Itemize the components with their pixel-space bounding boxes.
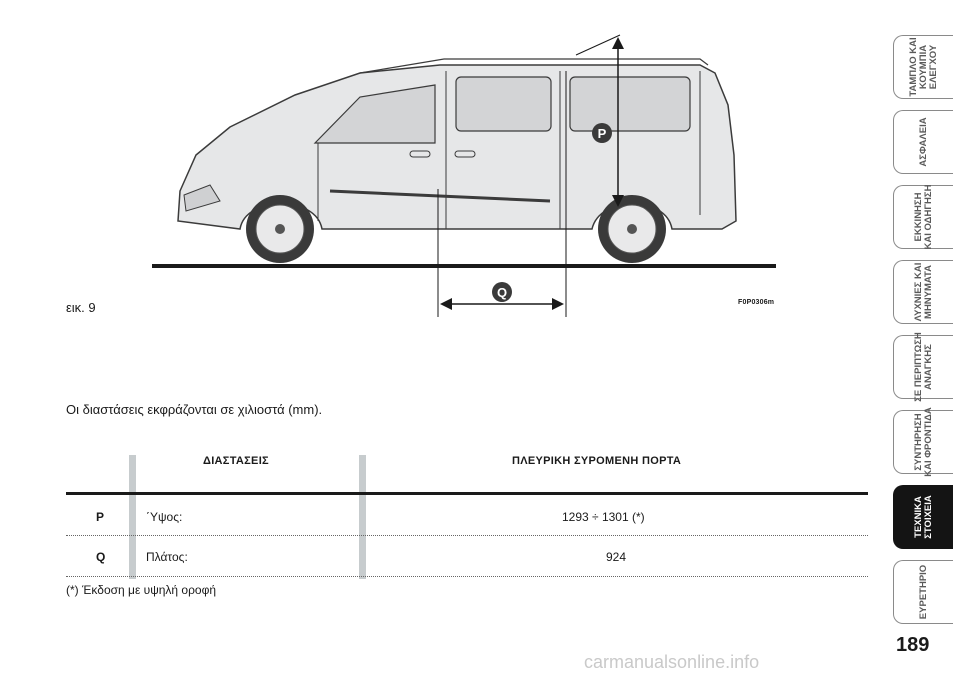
tab-label: ΣΥΝΤΗΡΗΣΗ ΚΑΙ ΦΡΟΝΤΙΔΑ — [912, 407, 934, 477]
column-bar-right — [359, 455, 366, 579]
row-divider — [66, 576, 868, 577]
watermark-text: carmanualsonline.info — [584, 652, 760, 672]
tab-label: ΕΥΡΕΤΗΡΙΟ — [917, 564, 929, 620]
page-number: 189 — [896, 634, 930, 656]
figure-code: F0P0306m — [738, 299, 775, 306]
tab-index[interactable]: ΕΥΡΕΤΗΡΙΟ — [893, 560, 953, 624]
row-p-key: P — [96, 510, 105, 524]
chapter-tabs: ΤΑΜΠΛΟ ΚΑΙ ΚΟΥΜΠΙΑ ΕΛΕΓΧΟΥ ΑΣΦΑΛΕΙΑ ΕΚΚΙ… — [893, 0, 960, 677]
marker-p: P — [592, 123, 612, 143]
row-divider — [66, 535, 868, 536]
tab-starting-driving[interactable]: ΕΚΚΙΝΗΣΗ ΚΑΙ ΟΔΗΓΗΣΗ — [893, 185, 953, 249]
tab-label: ΣΕ ΠΕΡΙΠΤΩΣΗ ΑΝΑΓΚΗΣ — [912, 332, 934, 402]
row-p-label: ΄Υψος: — [146, 510, 183, 524]
tab-label: ΕΚΚΙΝΗΣΗ ΚΑΙ ΟΔΗΓΗΣΗ — [912, 184, 934, 250]
column-bar-left — [129, 455, 136, 579]
figure-caption: εικ. 9 — [66, 300, 96, 315]
row-q-label: Πλάτος: — [146, 550, 188, 564]
tab-maintenance[interactable]: ΣΥΝΤΗΡΗΣΗ ΚΑΙ ΦΡΟΝΤΙΔΑ — [893, 407, 953, 477]
tab-label: ΛΥΧΝΙΕΣ ΚΑΙ ΜΗΝΥΜΑΤΑ — [912, 262, 934, 322]
marker-q: Q — [492, 282, 512, 302]
footnote: (*) Έκδοση με υψηλή οροφή — [66, 583, 217, 597]
side-window-1 — [455, 76, 552, 132]
header-divider — [66, 492, 868, 495]
van-side-figure: P Q — [60, 15, 800, 325]
intro-text: Οι διαστάσεις εκφράζονται σε χιλιοστά (m… — [66, 402, 323, 417]
tab-dashboard-controls[interactable]: ΤΑΜΠΛΟ ΚΑΙ ΚΟΥΜΠΙΑ ΕΛΕΓΧΟΥ — [893, 35, 953, 99]
tab-label: ΑΣΦΑΛΕΙΑ — [917, 117, 929, 167]
side-window-2 — [569, 76, 691, 132]
tab-warning-lights[interactable]: ΛΥΧΝΙΕΣ ΚΑΙ ΜΗΝΥΜΑΤΑ — [893, 260, 953, 324]
row-q-value: 924 — [606, 550, 627, 564]
tab-label: ΤΑΜΠΛΟ ΚΑΙ ΚΟΥΜΠΙΑ ΕΛΕΓΧΟΥ — [907, 37, 939, 97]
tab-safety[interactable]: ΑΣΦΑΛΕΙΑ — [893, 110, 953, 174]
van-drawing: P Q — [152, 34, 776, 317]
marker-p-label: P — [598, 126, 607, 141]
row-q-key: Q — [96, 550, 106, 564]
front-window — [313, 84, 436, 144]
marker-q-label: Q — [497, 285, 507, 300]
tab-technical-data[interactable]: ΤΕΧΝΙΚΑ ΣΤΟΙΧΕΙΑ — [893, 485, 953, 549]
tab-label: ΤΕΧΝΙΚΑ ΣΤΟΙΧΕΙΑ — [912, 495, 934, 539]
dimensions-table: ΔΙΑΣΤΑΣΕΙΣ ΠΛΕΥΡΙΚΗ ΣΥΡΟΜΕΝΗ ΠΟΡΤΑ P ΄Υψ… — [66, 445, 868, 580]
rear-wheel — [598, 195, 666, 263]
row-p-value: 1293 ÷ 1301 (*) — [562, 510, 645, 524]
header-dimensions: ΔΙΑΣΤΑΣΕΙΣ — [203, 455, 269, 467]
tab-emergency[interactable]: ΣΕ ΠΕΡΙΠΤΩΣΗ ΑΝΑΓΚΗΣ — [893, 332, 953, 402]
header-sliding-door: ΠΛΕΥΡΙΚΗ ΣΥΡΟΜΕΝΗ ΠΟΡΤΑ — [512, 455, 682, 467]
front-wheel — [246, 195, 314, 263]
